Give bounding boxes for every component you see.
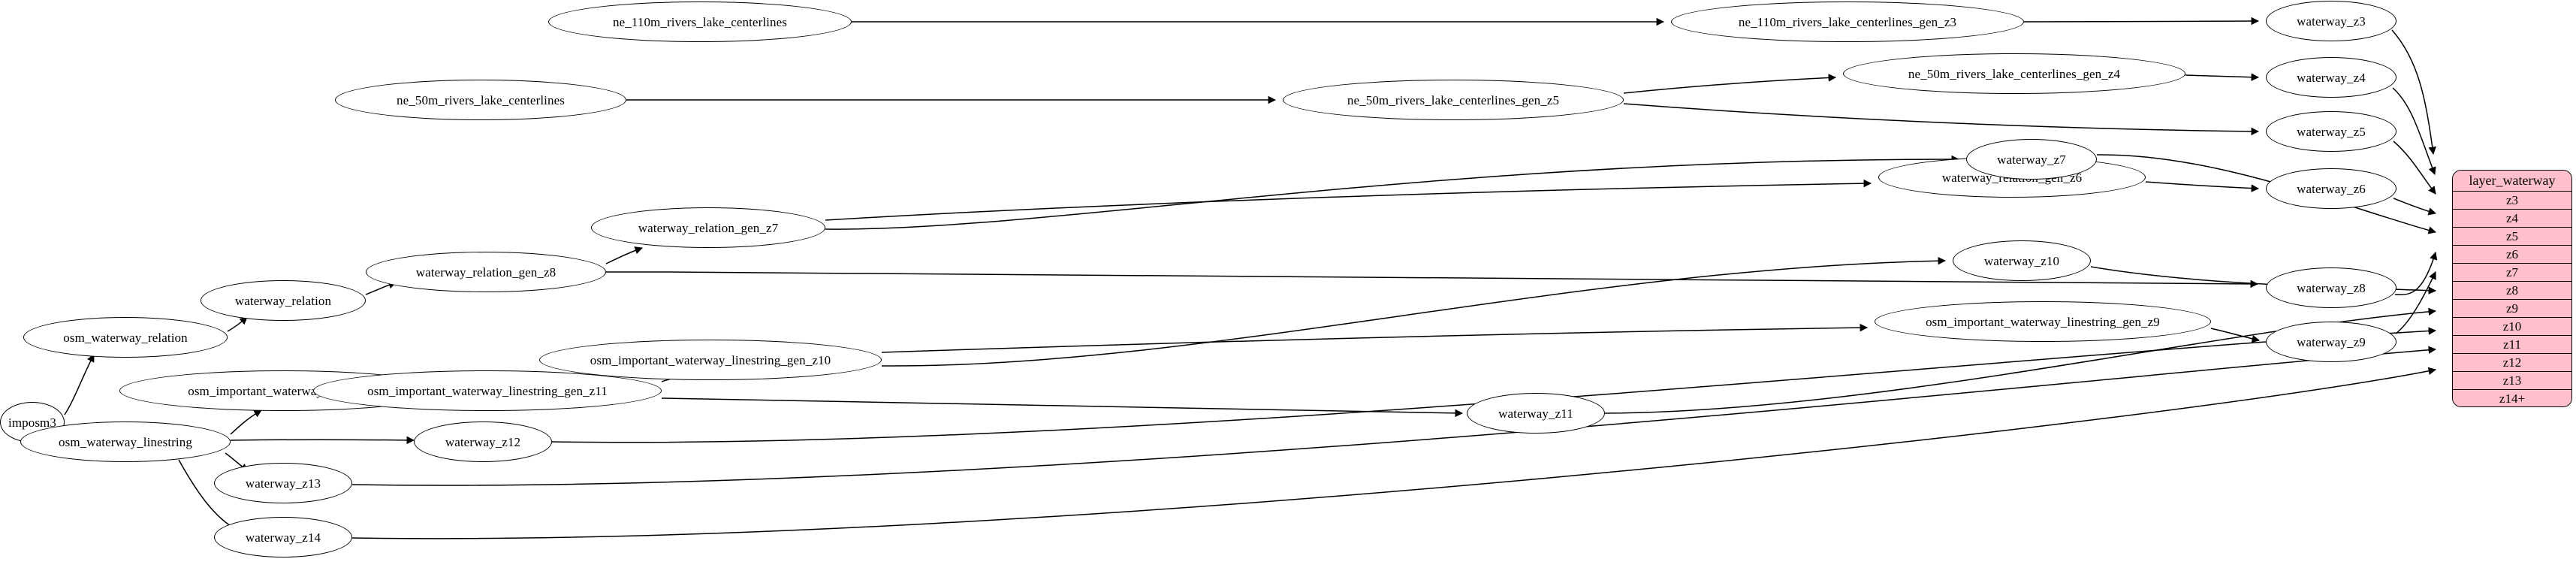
node-label: osm_waterway_linestring [59,434,192,449]
layer-row-z12[interactable]: z12 [2453,354,2571,372]
edge-waterway_z9-to-layer_z9 [2395,271,2436,334]
node-label: waterway_relation [234,293,332,308]
node-label: osm_waterway_relation [63,330,188,345]
layer-row-z14+[interactable]: z14+ [2453,390,2571,406]
edge-ne_50m_rivers_lake_centerlines_gen_z5-to-ne_50m_rivers_lake_centerlines_gen_z4 [1623,74,1837,94]
node-waterway_z6[interactable]: waterway_z6 [2266,168,2397,209]
layer-row-z3[interactable]: z3 [2453,192,2571,210]
layer-row-z11[interactable]: z11 [2453,336,2571,354]
edge-ne_110m_rivers_lake_centerlines_gen_z3-to-waterway_z3 [2023,17,2260,26]
node-label: osm_important_waterway_linestring_gen_z1… [367,383,608,398]
edge-waterway_relation_gen_z8-to-waterway_relation_gen_z7 [605,246,643,264]
node-waterway_relation[interactable]: waterway_relation [201,280,366,321]
node-label: waterway_z7 [1997,152,2066,167]
node-ne_110m_rivers_lake_centerlines_gen_z3[interactable]: ne_110m_rivers_lake_centerlines_gen_z3 [1671,2,2024,42]
node-ne_50m_rivers_lake_centerlines[interactable]: ne_50m_rivers_lake_centerlines [335,80,626,120]
node-label: waterway_z11 [1498,406,1573,421]
node-label: waterway_z13 [245,476,321,491]
node-waterway_relation_gen_z7[interactable]: waterway_relation_gen_z7 [591,207,825,248]
edge-waterway_relation_gen_z7-to-waterway_z7 [825,155,1960,230]
node-label: ne_50m_rivers_lake_centerlines_gen_z5 [1347,92,1560,107]
layer-row-z13[interactable]: z13 [2453,372,2571,390]
node-waterway_z10[interactable]: waterway_z10 [1953,240,2091,281]
node-label: waterway_z3 [2297,14,2366,29]
node-waterway_z5[interactable]: waterway_z5 [2266,111,2397,152]
node-osm_important_waterway_linestring_gen_z11[interactable]: osm_important_waterway_linestring_gen_z1… [313,370,662,411]
node-waterway_z11[interactable]: waterway_z11 [1467,393,1605,434]
layer-row-z5[interactable]: z5 [2453,228,2571,246]
node-ne_110m_rivers_lake_centerlines[interactable]: ne_110m_rivers_lake_centerlines [548,2,852,42]
edge-osm_waterway_relation-to-waterway_relation [227,316,248,332]
layer-row-z10[interactable]: z10 [2453,318,2571,336]
node-label: osm_important_waterway_linestring_gen_z9 [1926,314,2160,329]
node-osm_important_waterway_linestring_gen_z9[interactable]: osm_important_waterway_linestring_gen_z9 [1875,301,2211,342]
layer-table-header: layer_waterway [2453,171,2571,192]
node-waterway_z12[interactable]: waterway_z12 [414,421,552,462]
edge-waterway_relation_gen_z7-to-waterway_relation_gen_z6 [825,179,1872,221]
node-waterway_z4[interactable]: waterway_z4 [2266,57,2397,98]
node-label: waterway_z6 [2297,181,2366,196]
node-osm_waterway_relation[interactable]: osm_waterway_relation [23,317,228,358]
node-label: waterway_relation_gen_z7 [638,220,779,235]
node-osm_waterway_linestring[interactable]: osm_waterway_linestring [20,421,231,462]
edge-waterway_z14-to-layer_z14 [351,367,2437,539]
layer-row-z7[interactable]: z7 [2453,264,2571,282]
node-waterway_relation_gen_z8[interactable]: waterway_relation_gen_z8 [366,252,606,292]
node-waterway_z7[interactable]: waterway_z7 [1966,139,2097,180]
node-label: ne_110m_rivers_lake_centerlines [613,14,787,29]
edge-waterway_z3-to-layer_z3 [2391,29,2436,156]
edge-osm_important_waterway_linestring_gen_z9-to-waterway_z9 [2210,328,2261,343]
node-label: waterway_z10 [1983,253,2060,268]
node-label: waterway_z14 [245,530,321,545]
node-label: ne_50m_rivers_lake_centerlines_gen_z4 [1908,66,2121,81]
edge-osm_important_waterway_linestring_gen_z10-to-osm_important_waterway_linestring_gen_z9 [881,323,1869,353]
node-waterway_z8[interactable]: waterway_z8 [2266,267,2397,308]
node-label: waterway_z8 [2297,280,2366,295]
node-label: waterway_z12 [445,434,521,449]
node-label: waterway_relation_gen_z8 [415,264,557,279]
edge-osm_waterway_linestring-to-osm_important_waterway_linestring [230,409,262,435]
layer-row-z9[interactable]: z9 [2453,300,2571,318]
edge-waterway_z8-to-layer_z8 [2394,251,2438,295]
node-label: waterway_z9 [2297,334,2366,349]
edge-ne_50m_rivers_lake_centerlines_gen_z5-to-waterway_z5 [1623,103,2260,136]
edge-imposm3-to-osm_waterway_relation [64,354,95,415]
node-waterway_z9[interactable]: waterway_z9 [2266,322,2397,362]
edge-waterway_relation_gen_z6-to-waterway_z6 [2145,181,2260,192]
edge-osm_important_waterway_linestring_gen_z10-to-waterway_z10 [881,256,1947,367]
edge-waterway_z6-to-layer_z6 [2393,198,2437,216]
node-waterway_z3[interactable]: waterway_z3 [2266,1,2397,41]
node-waterway_z14[interactable]: waterway_z14 [214,517,352,557]
node-label: waterway_z4 [2297,70,2366,85]
layer-row-z4[interactable]: z4 [2453,210,2571,228]
node-label: ne_50m_rivers_lake_centerlines [397,92,565,107]
edge-ne_50m_rivers_lake_centerlines_gen_z4-to-waterway_z4 [2185,73,2260,81]
layer-row-z6[interactable]: z6 [2453,246,2571,264]
node-label: ne_110m_rivers_lake_centerlines_gen_z3 [1738,14,1957,29]
node-ne_50m_rivers_lake_centerlines_gen_z4[interactable]: ne_50m_rivers_lake_centerlines_gen_z4 [1843,53,2185,94]
node-osm_important_waterway_linestring_gen_z10[interactable]: osm_important_waterway_linestring_gen_z1… [539,340,882,380]
edge-waterway_z4-to-layer_z4 [2392,87,2436,175]
node-label: waterway_z5 [2297,124,2366,139]
edge-osm_important_waterway_linestring_gen_z11-to-waterway_z11 [661,397,1464,418]
node-ne_50m_rivers_lake_centerlines_gen_z5[interactable]: ne_50m_rivers_lake_centerlines_gen_z5 [1283,80,1624,120]
node-label: imposm3 [8,415,56,430]
edge-waterway_z5-to-layer_z5 [2393,140,2436,195]
layer-row-z8[interactable]: z8 [2453,282,2571,300]
node-label: osm_important_waterway_linestring_gen_z1… [590,352,831,367]
node-waterway_z13[interactable]: waterway_z13 [214,463,352,503]
